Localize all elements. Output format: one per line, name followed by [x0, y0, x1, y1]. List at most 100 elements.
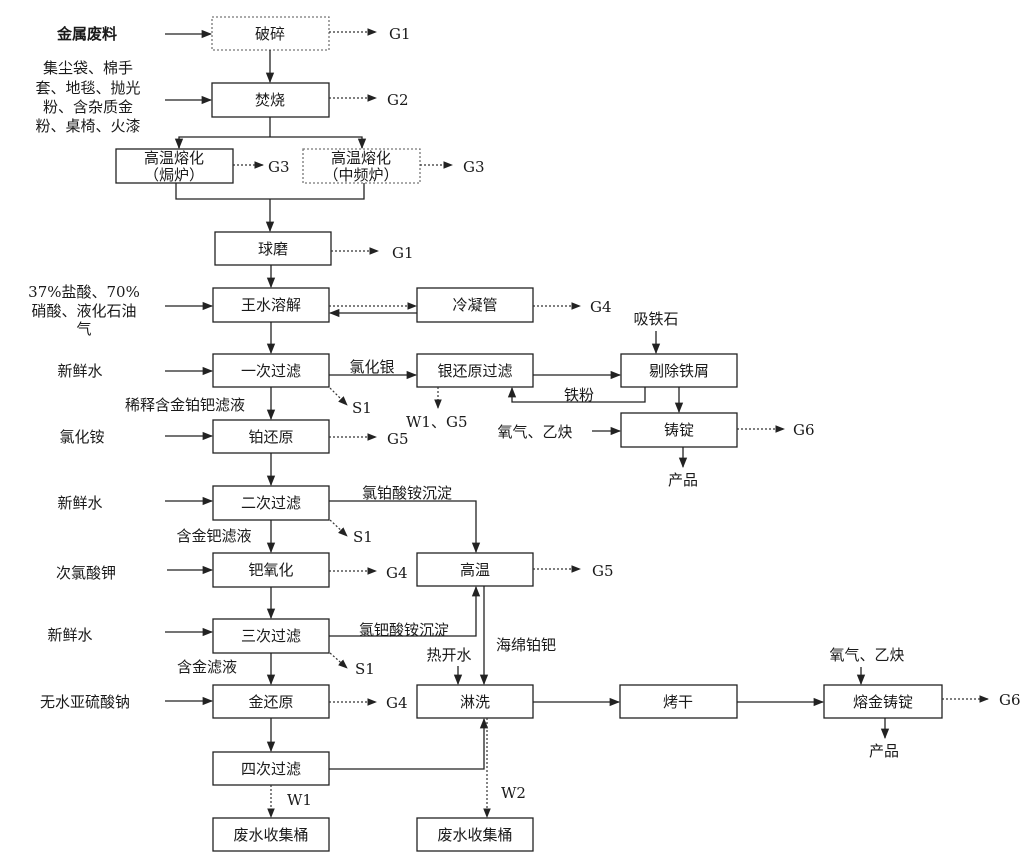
box-melt-induction: 高温熔化 （中频炉） — [302, 148, 421, 184]
box-label: 铂还原 — [248, 428, 293, 446]
flow-au-pd-filtrate: 含金钯滤液 — [176, 527, 251, 545]
flow-diluted-filtrate: 稀释含金铂钯滤液 — [125, 396, 245, 414]
box-label: 四次过滤 — [241, 760, 301, 778]
box-label: 二次过滤 — [241, 494, 301, 512]
input-acid-line-2: 硝酸、液化石油 — [31, 302, 136, 320]
emission-g5-high: G5 — [592, 562, 614, 580]
box-label: 钯氧化 — [248, 561, 293, 579]
box-label: 金还原 — [248, 693, 293, 711]
box-incinerate: 焚烧 — [211, 82, 330, 118]
box-pd-oxidize: 钯氧化 — [212, 552, 330, 588]
arrow-chloropalladate — [329, 585, 481, 637]
arrow-chloroplatinate — [329, 500, 481, 554]
flow-ammonium-chloropalladate: 氯钯酸铵沉淀 — [359, 621, 449, 639]
input-incin-line-4: 粉、桌椅、火漆 — [35, 117, 140, 135]
emission-w1-g5: W1、G5 — [406, 413, 468, 431]
flow-silver-chloride: 氯化银 — [349, 358, 394, 376]
box-au-reduce: 金还原 — [212, 684, 330, 719]
split-to-furnaces — [178, 136, 363, 148]
box-remove-iron: 剔除铁屑 — [620, 353, 738, 388]
flow-iron-powder: 铁粉 — [564, 386, 594, 404]
merge-from-furnaces — [175, 183, 365, 200]
box-filter4: 四次过滤 — [212, 751, 330, 786]
box-label: 一次过滤 — [241, 362, 301, 380]
input-potassium-hypochlorite: 次氯酸钾 — [56, 564, 116, 582]
box-label: 冷凝管 — [452, 296, 497, 314]
box-rinse: 淋洗 — [416, 684, 534, 719]
box-label: 银还原过滤 — [437, 362, 512, 380]
emission-g5-pt: G5 — [387, 430, 409, 448]
input-fresh-water-1: 新鲜水 — [57, 362, 102, 380]
box-ag-reduce-filter: 银还原过滤 — [416, 353, 534, 388]
input-oxy-acetylene-2: 氧气、乙炔 — [829, 646, 904, 664]
box-label: 剔除铁屑 — [649, 362, 709, 380]
box-waste-bucket-1: 废水收集桶 — [212, 817, 330, 852]
box-condenser: 冷凝管 — [416, 287, 534, 323]
emission-arrows — [233, 28, 989, 818]
box-label: 废水收集桶 — [437, 826, 512, 844]
input-metal-scrap: 金属废料 — [56, 25, 117, 43]
input-oxy-acetylene-1: 氧气、乙炔 — [497, 423, 572, 441]
input-acid-line-1: 37%盐酸、70% — [28, 283, 140, 301]
emission-w1: W1 — [287, 791, 312, 809]
emission-g2: G2 — [387, 91, 409, 109]
box-label: 铸锭 — [664, 421, 694, 439]
box-label: 高温 — [460, 561, 490, 579]
box-label: 球磨 — [258, 240, 288, 258]
emission-g3-crucible: G3 — [268, 158, 290, 176]
box-filter2: 二次过滤 — [212, 485, 330, 521]
box-crush: 破碎 — [211, 16, 330, 51]
box-label: 熔金铸锭 — [853, 693, 913, 711]
input-incin-line-1: 集尘袋、棉手 — [43, 59, 133, 77]
emission-g3-induction: G3 — [463, 158, 485, 176]
box-ball-mill: 球磨 — [214, 231, 332, 266]
box-label: 焚烧 — [255, 91, 285, 109]
emission-g4-condenser: G4 — [590, 298, 612, 316]
input-sodium-sulfite: 无水亚硫酸钠 — [40, 693, 130, 711]
box-aqua-regia: 王水溶解 — [212, 287, 330, 323]
box-high-temp: 高温 — [416, 552, 534, 587]
input-fresh-water-2: 新鲜水 — [57, 494, 102, 512]
box-filter3: 三次过滤 — [212, 618, 330, 654]
box-filter1: 一次过滤 — [212, 353, 330, 388]
emission-g4-au: G4 — [386, 694, 408, 712]
emission-g1-crush: G1 — [389, 25, 411, 43]
emission-w2: W2 — [501, 784, 526, 802]
emission-arrow-s1-filter2 — [329, 519, 348, 537]
emission-arrow-s1-filter1 — [329, 387, 348, 406]
emission-s1-filter2: S1 — [353, 528, 373, 546]
arrow-iron-powder-return — [507, 386, 646, 403]
box-label: 破碎 — [255, 25, 285, 43]
output-product-2: 产品 — [869, 742, 899, 760]
input-magnet: 吸铁石 — [633, 310, 678, 328]
box-melt-crucible: 高温熔化 （焗炉） — [115, 148, 234, 184]
box-au-ingot: 熔金铸锭 — [823, 684, 943, 719]
box-label: （中频炉） — [323, 166, 398, 184]
box-ingot-silver: 铸锭 — [620, 412, 738, 448]
box-dry: 烤干 — [619, 684, 738, 719]
box-pt-reduce: 铂还原 — [212, 419, 330, 454]
box-label: 高温熔化 — [331, 149, 391, 167]
input-incin-line-2: 套、地毯、抛光 — [35, 79, 140, 97]
flow-sponge-pt-pd: 海绵铂钯 — [496, 636, 556, 654]
flow-ammonium-chloroplatinate: 氯铂酸铵沉淀 — [362, 484, 452, 502]
emission-s1-filter3: S1 — [355, 660, 375, 678]
box-label: 淋洗 — [460, 693, 490, 711]
flow-au-filtrate: 含金滤液 — [177, 658, 237, 676]
box-label: 烤干 — [663, 693, 693, 711]
input-ammonium-chloride: 氯化铵 — [59, 428, 104, 446]
box-waste-bucket-2: 废水收集桶 — [416, 817, 534, 852]
box-label: （焗炉） — [144, 166, 204, 184]
box-label: 废水收集桶 — [233, 826, 308, 844]
input-hot-water: 热开水 — [426, 646, 471, 664]
emission-g1-mill: G1 — [392, 244, 414, 262]
arrow-filter4-rinse — [329, 717, 489, 770]
box-label: 高温熔化 — [144, 149, 204, 167]
input-fresh-water-3: 新鲜水 — [47, 626, 92, 644]
emission-arrow-s1-filter3 — [329, 652, 348, 669]
output-product-1: 产品 — [668, 471, 698, 489]
input-acid-line-3: 气 — [76, 320, 91, 338]
box-label: 三次过滤 — [241, 627, 301, 645]
box-label: 王水溶解 — [241, 296, 301, 314]
